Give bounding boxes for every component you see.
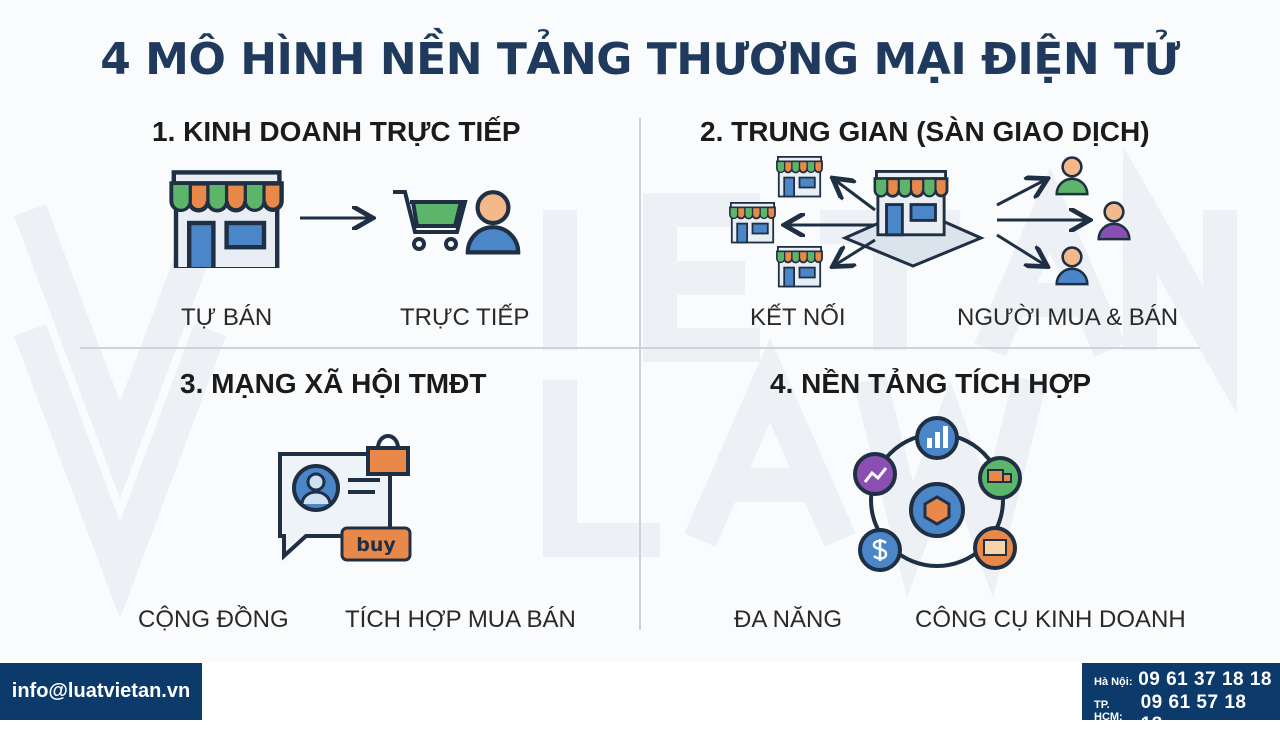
section-3-caption-1: CỘNG ĐỒNG: [138, 606, 289, 633]
section-1-heading: 1. KINH DOANH TRỰC TIẾP: [152, 116, 521, 147]
section-2-caption-2: NGƯỜI MUA & BÁN: [957, 304, 1179, 331]
person-icon: [1055, 156, 1089, 196]
contact-phone[interactable]: 09 61 37 18 18: [1138, 669, 1272, 690]
section-3-heading: 3. MẠNG XÃ HỘI TMĐT: [180, 368, 487, 399]
section-3-illustration: buy: [278, 434, 412, 562]
contact-hanoi: Hà Nội: 09 61 37 18 18: [1094, 669, 1272, 692]
watermark-letter-a: [974, 166, 1126, 357]
section-2-caption-1: KẾT NỐI: [750, 304, 846, 331]
email-link[interactable]: info@luatvietan.vn: [11, 680, 191, 702]
person-icon: [1055, 246, 1089, 286]
watermark-letter-l: [543, 380, 660, 557]
section-4-caption-1: ĐA NĂNG: [734, 606, 843, 633]
person-icon: [1097, 201, 1131, 241]
footer-email[interactable]: info@luatvietan.vn: [0, 663, 202, 720]
section-4-caption-2: CÔNG CỤ KINH DOANH: [915, 606, 1186, 633]
buy-label: buy: [356, 534, 396, 556]
section-2-heading: 2. TRUNG GIAN (SÀN GIAO DỊCH): [700, 116, 1150, 147]
shop-icon: [729, 201, 776, 244]
buy-button: [340, 526, 412, 562]
footer-contacts: Hà Nội: 09 61 37 18 18 TP. HCM: 09 61 57 1…: [1082, 663, 1280, 735]
dollar-icon: [872, 539, 888, 561]
section-1-caption-2: TRỰC TIẾP: [400, 304, 530, 331]
arrow-icons: [787, 180, 1087, 265]
person-icon: [468, 192, 518, 252]
watermark-letter-n: [1123, 145, 1237, 415]
shop-icon: [776, 245, 823, 288]
section-2-illustration: [729, 155, 1131, 288]
section-3-caption-2: TÍCH HỢP MUA BÁN: [345, 606, 576, 633]
section-4-heading: 4. NỀN TẢNG TÍCH HỢP: [770, 368, 1092, 399]
section-4-illustration: [853, 416, 1022, 572]
contact-hcm: TP. HCM: 09 61 57 18 18: [1094, 692, 1272, 735]
vertical-divider: [639, 118, 641, 630]
cart-icon: [393, 190, 468, 251]
section-1-caption-1: TỰ BÁN: [181, 304, 273, 331]
shop-icon: [873, 170, 949, 237]
shop-icon: [172, 172, 282, 268]
horizontal-divider: [80, 347, 1200, 349]
contact-label: TP. HCM:: [1094, 699, 1123, 723]
contact-label: Hà Nội:: [1094, 676, 1133, 688]
section-1-illustration: [165, 168, 535, 268]
shopping-bag-icon: [366, 434, 410, 476]
contact-phone[interactable]: 09 61 57 18 18: [1140, 692, 1247, 735]
watermark-letter-v2: [14, 324, 226, 619]
watermark-letter-v: [14, 204, 226, 499]
watermark-letter-e: [643, 193, 760, 362]
page-title: 4 MÔ HÌNH NỀN TẢNG THƯƠNG MẠI ĐIỆN TỬ: [100, 34, 1180, 85]
shop-icon: [776, 155, 823, 198]
watermark-letter-a2: [684, 337, 856, 547]
